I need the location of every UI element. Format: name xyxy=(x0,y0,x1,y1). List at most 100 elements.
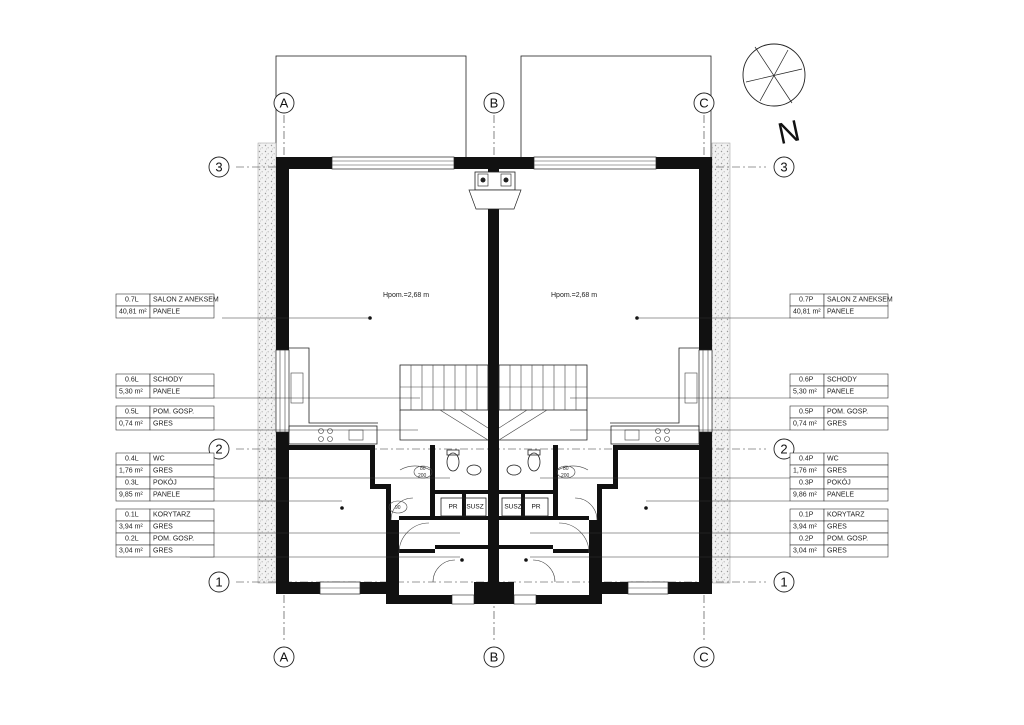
leaders-right xyxy=(530,317,790,558)
gravel-strips xyxy=(257,142,731,584)
room-floor: GRES xyxy=(153,421,173,428)
svg-text:1: 1 xyxy=(780,575,787,590)
room-floor: PANELE xyxy=(153,389,180,396)
height-label-left: Hpom.=2,68 m xyxy=(383,292,429,299)
utility-boxes: PR SUSZ SUSZ PR xyxy=(440,497,549,517)
room-id: 0.1P xyxy=(799,512,814,519)
party-wall xyxy=(488,169,499,594)
svg-text:80: 80 xyxy=(563,466,569,472)
room-floor: PANELE xyxy=(153,492,180,499)
room-name: SALON Z ANEKSEM xyxy=(153,297,219,304)
room-id: 0.5P xyxy=(799,409,814,416)
svg-text:3: 3 xyxy=(780,160,787,175)
room-name: POKÓJ xyxy=(827,478,851,487)
room-floor: PANELE xyxy=(827,309,854,316)
room-name: POM. GOSP. xyxy=(153,536,194,543)
pr-left-label: PR xyxy=(448,504,457,511)
axis-bubble-bottom-a: A xyxy=(273,646,295,668)
room-id: 0.5L xyxy=(125,409,139,416)
axis-bubble-top-c: C xyxy=(693,92,715,114)
room-id: 0.7P xyxy=(799,297,814,304)
room-name: KORYTARZ xyxy=(827,512,865,519)
axis-bubble-right-3: 3 xyxy=(773,156,795,178)
room-name: KORYTARZ xyxy=(153,512,191,519)
svg-text:1: 1 xyxy=(215,575,222,590)
axis-bubble-left-1: 1 xyxy=(208,571,230,593)
room-id: 0.1L xyxy=(125,512,139,519)
room-floor: GRES xyxy=(153,524,173,531)
svg-text:A: A xyxy=(280,650,289,665)
room-tag-right-4: 0.4P WC 1,76 m² GRES xyxy=(789,452,889,478)
room-area: 5,30 m² xyxy=(119,389,143,396)
svg-text:2: 2 xyxy=(780,442,787,457)
axis-bubble-bottom-b: B xyxy=(483,646,505,668)
axis-bubble-right-2: 2 xyxy=(773,438,795,460)
room-floor: GRES xyxy=(827,524,847,531)
svg-text:B: B xyxy=(490,96,499,111)
height-label-right: Hpom.=2,68 m xyxy=(551,292,597,299)
interior-walls xyxy=(289,445,699,553)
room-name: SALON Z ANEKSEM xyxy=(827,297,893,304)
room-name: SCHODY xyxy=(827,377,857,384)
room-id: 0.2P xyxy=(799,536,814,543)
room-id: 0.6P xyxy=(799,377,814,384)
svg-text:A: A xyxy=(280,96,289,111)
room-area: 9,85 m² xyxy=(119,492,143,499)
axis-bubble-top-a: A xyxy=(273,92,295,114)
room-name: SCHODY xyxy=(153,377,183,384)
north-arrow: N xyxy=(742,43,806,151)
room-id: 0.2L xyxy=(125,536,139,543)
leaders-left xyxy=(180,317,460,558)
room-area: 1,76 m² xyxy=(793,468,817,475)
svg-text:C: C xyxy=(699,650,708,665)
room-id: 0.7L xyxy=(125,297,139,304)
pr-right-label: PR xyxy=(531,504,540,511)
room-floor: GRES xyxy=(827,421,847,428)
door-swings xyxy=(390,465,598,583)
svg-text:90: 90 xyxy=(395,505,401,511)
room-name: WC xyxy=(827,456,839,463)
room-tags-right: 0.7P SALON Z ANEKSEM 40,81 m² PANELE 0.6P SCH… xyxy=(789,293,893,558)
room-name: WC xyxy=(153,456,165,463)
room-name: POM. GOSP. xyxy=(827,409,868,416)
svg-text:80: 80 xyxy=(420,466,426,472)
room-name: POM. GOSP. xyxy=(827,536,868,543)
room-id: 0.6L xyxy=(125,377,139,384)
room-floor: GRES xyxy=(153,468,173,475)
axis-bubble-top-b: B xyxy=(483,92,505,114)
room-floor: PANELE xyxy=(827,492,854,499)
room-name: POKÓJ xyxy=(153,478,177,487)
axis-bubble-bottom-c: C xyxy=(693,646,715,668)
room-id: 0.4P xyxy=(799,456,814,463)
room-tag-left-7: 0.2L POM. GOSP. 3,04 m² GRES xyxy=(115,532,215,558)
svg-text:C: C xyxy=(699,96,708,111)
room-area: 1,76 m² xyxy=(119,468,143,475)
axis-bubble-right-1: 1 xyxy=(773,571,795,593)
room-area: 3,94 m² xyxy=(793,524,817,531)
room-floor: GRES xyxy=(827,468,847,475)
room-tag-right-1: 0.7P SALON Z ANEKSEM 40,81 m² PANELE xyxy=(789,293,893,319)
room-tag-right-2: 0.6P SCHODY 5,30 m² PANELE xyxy=(789,373,889,399)
room-tag-right-6: 0.1P KORYTARZ 3,94 m² GRES xyxy=(789,508,889,534)
room-area: 9,86 m² xyxy=(793,492,817,499)
room-id: 0.3L xyxy=(125,480,139,487)
room-floor: PANELE xyxy=(827,389,854,396)
susz-left-label: SUSZ xyxy=(466,504,483,511)
svg-text:2: 2 xyxy=(215,442,222,457)
room-area: 40,81 m² xyxy=(793,309,821,316)
room-tag-left-2: 0.6L SCHODY 5,30 m² PANELE xyxy=(115,373,215,399)
room-floor: GRES xyxy=(827,548,847,555)
wc-fixtures xyxy=(446,449,541,476)
room-floor: GRES xyxy=(153,548,173,555)
chimney xyxy=(468,171,522,210)
room-area: 3,04 m² xyxy=(119,548,143,555)
room-name: POM. GOSP. xyxy=(153,409,194,416)
room-area: 5,30 m² xyxy=(793,389,817,396)
susz-right-label: SUSZ xyxy=(504,504,521,511)
